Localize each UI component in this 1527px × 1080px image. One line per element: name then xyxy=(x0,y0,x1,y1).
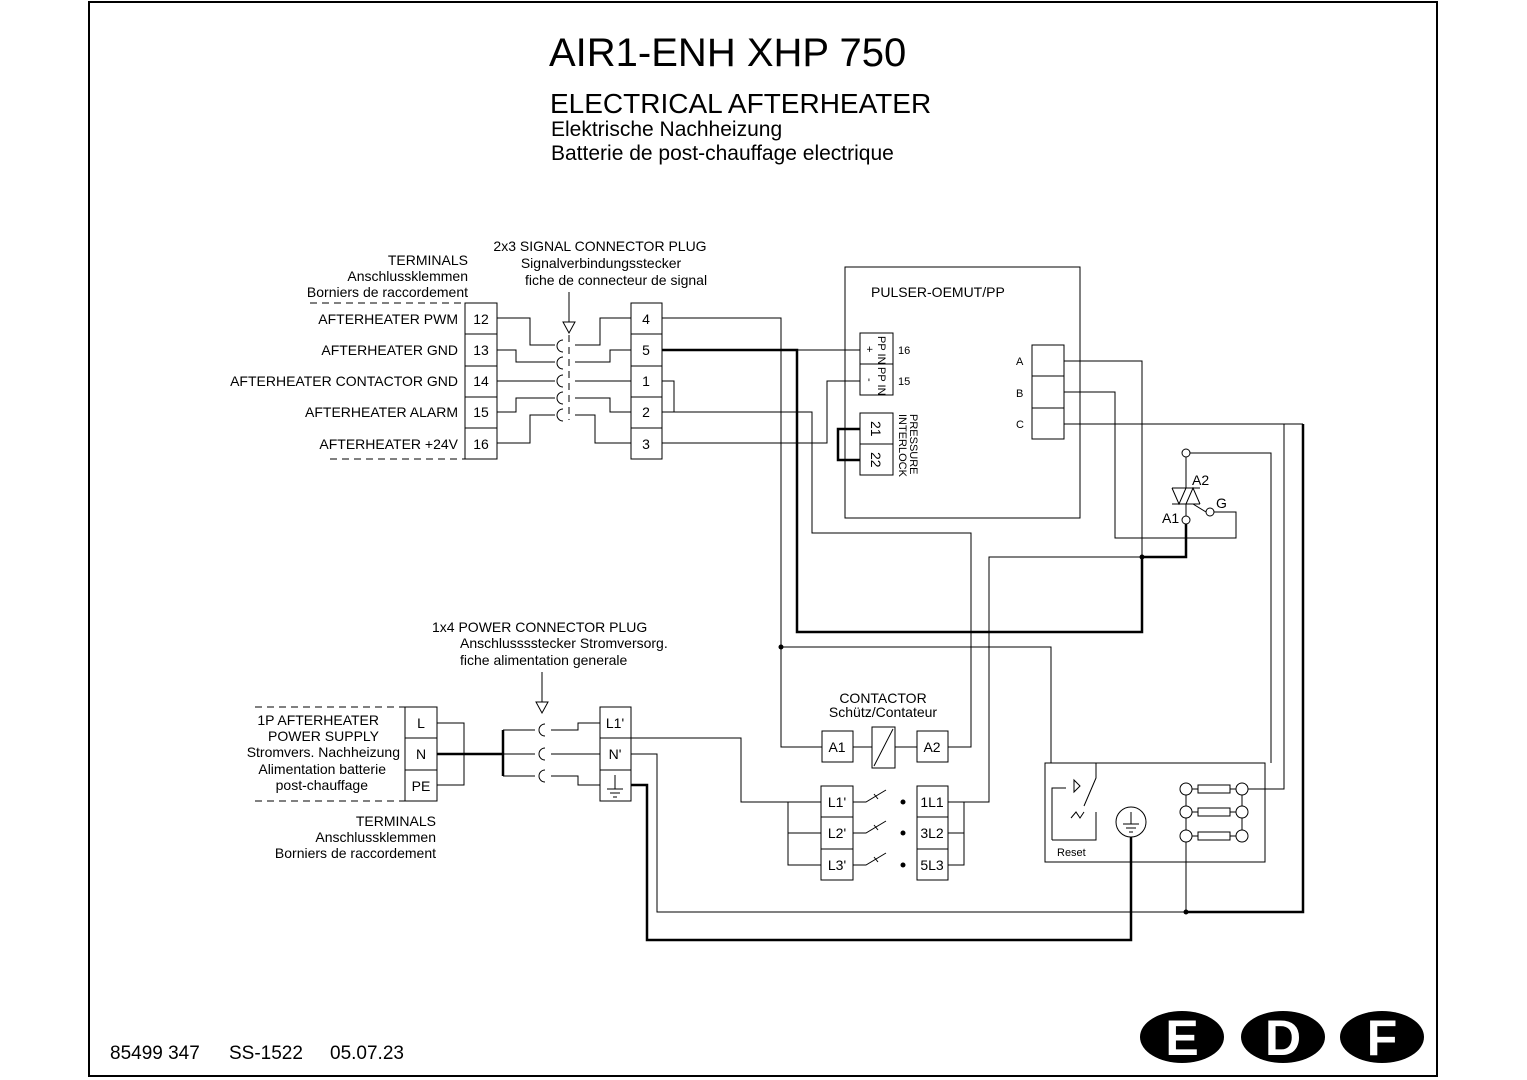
pole-out-3l2: 3L2 xyxy=(920,825,944,841)
pp-in-minus: - xyxy=(863,378,875,382)
signal-terminals-heading-de: Anschlussklemmen xyxy=(347,268,468,284)
pole-in-l2: L2' xyxy=(828,825,846,841)
pressure-interlock-connector xyxy=(859,412,894,476)
triac-icon xyxy=(1171,448,1215,525)
coil-a1: A1 xyxy=(828,739,845,755)
interlock-label-pressure: PRESSURE xyxy=(907,414,919,475)
signal-terminals-heading: TERMINALS xyxy=(388,252,468,268)
doc-date: 05.07.23 xyxy=(330,1043,404,1064)
signal-plug-heading-de: Signalverbindungsstecker xyxy=(521,255,682,271)
main-wiring xyxy=(631,317,1305,942)
signal-terminal-strip xyxy=(464,302,498,460)
pp-in-pin-16: 16 xyxy=(898,345,910,357)
terminal-label-gnd: AFTERHEATER GND xyxy=(321,342,458,358)
pp-in-plus: + xyxy=(863,346,875,352)
page-title: AIR1-ENH XHP 750 xyxy=(549,31,906,75)
power-plug-arrow-icon xyxy=(535,672,549,715)
pp-in-pin-15: 15 xyxy=(898,376,910,388)
pp-in-connector xyxy=(859,332,894,396)
signal-terminals-heading-fr: Borniers de raccordement xyxy=(307,284,468,300)
plug-pin-1: 1 xyxy=(642,373,650,389)
subtitle-fr: Batterie de post-chauffage electrique xyxy=(551,142,894,165)
plug-pin-2: 2 xyxy=(642,404,650,420)
doc-number: 85499 347 xyxy=(110,1043,200,1064)
language-badge-d[interactable]: D xyxy=(1241,1010,1325,1066)
power-plug-heading: 1x4 POWER CONNECTOR PLUG xyxy=(432,619,647,635)
output-a: A xyxy=(1016,356,1024,368)
contactor-heading: CONTACTOR xyxy=(839,690,926,706)
power-terminals-footer-fr: Borniers de raccordement xyxy=(275,845,436,861)
power-supply-heading-2: POWER SUPPLY xyxy=(268,728,380,744)
signal-plug-heading-fr: fiche de connecteur de signal xyxy=(525,272,707,288)
interlock-pin-21: 21 xyxy=(868,421,884,437)
svg-text:F: F xyxy=(1367,1010,1398,1066)
power-plug-heading-fr: fiche alimentation generale xyxy=(460,652,628,668)
power-terminals-footer: TERMINALS xyxy=(356,813,436,829)
pp-in-label-16: PP IN xyxy=(875,336,887,365)
drawing-frame xyxy=(88,1,1438,1077)
power-plug-heading-de: Anschlusssstecker Stromversorg. xyxy=(460,635,668,651)
sheet-number: SS-1522 xyxy=(229,1043,303,1064)
power-plug-pin-l1: L1' xyxy=(606,715,624,731)
power-terminal-pe: PE xyxy=(412,778,431,794)
svg-text:D: D xyxy=(1265,1010,1301,1066)
contactor-poles xyxy=(787,785,980,881)
plug-pin-3: 3 xyxy=(642,436,650,452)
terminal-label-pwm: AFTERHEATER PWM xyxy=(318,311,458,327)
power-plug-pin-n: N' xyxy=(609,746,622,762)
signal-plug-arrow-icon xyxy=(562,292,576,420)
signal-wiring xyxy=(497,317,631,444)
triac-a2: A2 xyxy=(1192,472,1209,488)
language-badge-f[interactable]: F xyxy=(1340,1010,1424,1066)
output-c: C xyxy=(1016,419,1024,431)
pulser-title: PULSER-OEMUT/PP xyxy=(871,284,1005,300)
ground-symbol-icon xyxy=(1115,806,1147,838)
terminal-15: 15 xyxy=(473,404,489,420)
thermal-reset-switch-icon xyxy=(1051,763,1097,841)
interlock-jumper xyxy=(836,427,860,462)
language-badge-e[interactable]: E xyxy=(1140,1010,1224,1066)
reset-label: Reset xyxy=(1057,847,1086,859)
terminal-label-24v: AFTERHEATER +24V xyxy=(319,436,458,452)
power-terminal-strip xyxy=(404,706,438,802)
terminal-label-alarm: AFTERHEATER ALARM xyxy=(305,404,458,420)
power-supply-heading-fr-2: post-chauffage xyxy=(276,777,369,793)
pole-out-1l1: 1L1 xyxy=(920,794,944,810)
subtitle-en: ELECTRICAL AFTERHEATER xyxy=(550,88,931,119)
plug-pin-4: 4 xyxy=(642,311,650,327)
pole-in-l1: L1' xyxy=(828,794,846,810)
contactor-heading-de: Schütz/Contateur xyxy=(829,704,938,720)
pole-out-5l3: 5L3 xyxy=(920,857,944,873)
power-terminals-footer-de: Anschlussklemmen xyxy=(315,829,436,845)
power-plug-ground-icon xyxy=(607,775,623,798)
signal-plug-strip xyxy=(630,302,663,460)
pole-in-l3: L3' xyxy=(828,857,846,873)
terminal-label-contactor-gnd: AFTERHEATER CONTACTOR GND xyxy=(230,373,458,389)
terminal-12: 12 xyxy=(473,311,489,327)
triac-g: G xyxy=(1216,495,1227,511)
contactor-coil xyxy=(821,726,949,769)
coil-a2: A2 xyxy=(923,739,940,755)
signal-plug-heading: 2x3 SIGNAL CONNECTOR PLUG xyxy=(493,238,706,254)
power-terminal-n: N xyxy=(416,746,426,762)
interlock-label-interlock: INTERLOCK xyxy=(896,414,908,478)
triac-a1: A1 xyxy=(1162,510,1179,526)
plug-pin-5: 5 xyxy=(642,342,650,358)
pp-in-label-15: PP IN xyxy=(875,367,887,396)
output-b: B xyxy=(1016,388,1023,400)
power-supply-heading-de: Stromvers. Nachheizung xyxy=(247,744,400,760)
heating-element-icon xyxy=(1179,424,1285,843)
interlock-pin-22: 22 xyxy=(868,452,884,468)
power-supply-heading-fr: Alimentation batterie xyxy=(258,761,386,777)
power-supply-heading: 1P AFTERHEATER xyxy=(257,712,379,728)
svg-text:E: E xyxy=(1165,1010,1198,1066)
pulser-output-connector xyxy=(1031,344,1065,440)
terminal-14: 14 xyxy=(473,373,489,389)
terminal-16: 16 xyxy=(473,436,489,452)
terminal-13: 13 xyxy=(473,342,489,358)
subtitle-de: Elektrische Nachheizung xyxy=(551,118,782,141)
power-input-wiring xyxy=(437,722,600,786)
power-terminal-l: L xyxy=(417,715,425,731)
